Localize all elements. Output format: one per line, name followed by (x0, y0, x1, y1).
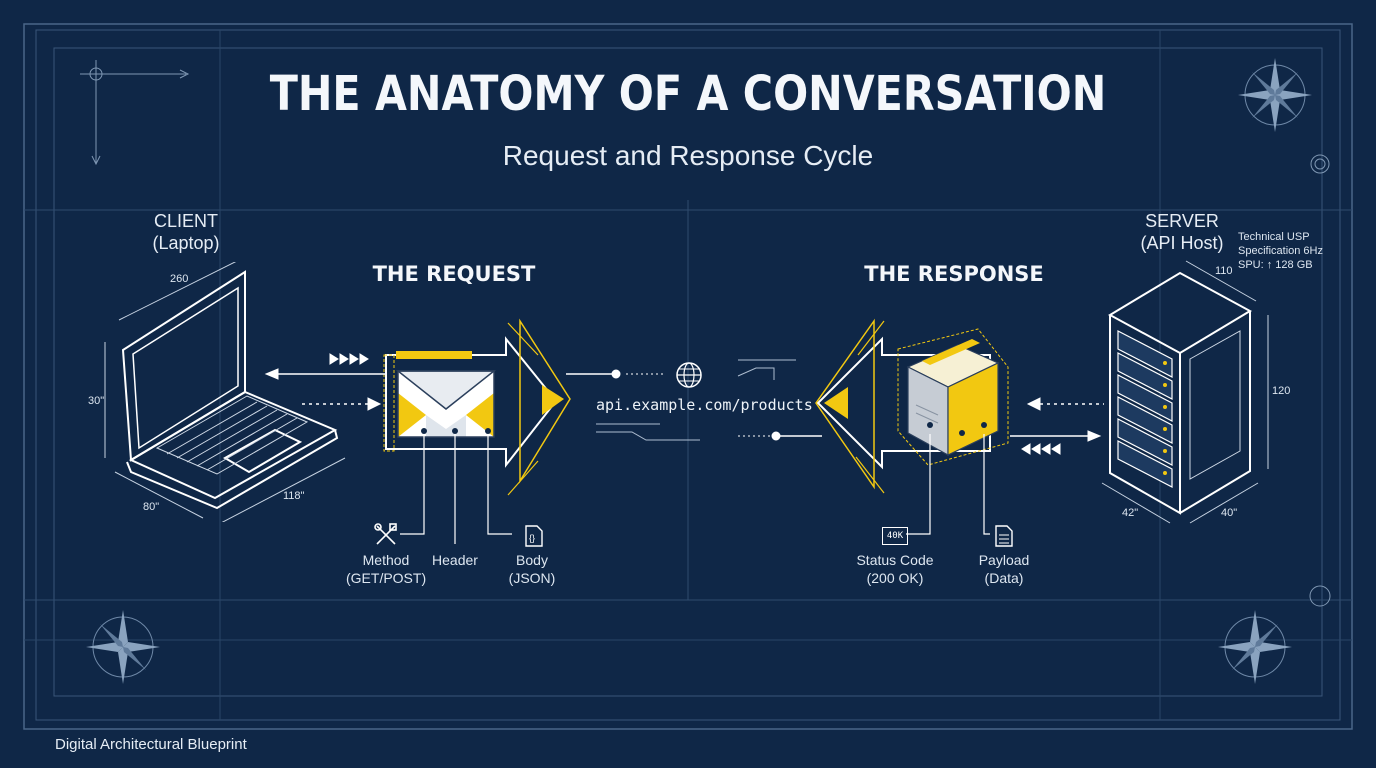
request-envelope-arrow (383, 318, 571, 496)
client-dim-diagonal: 118" (283, 490, 305, 502)
server-specs: Technical USP Specification 6Hz SPU: ↑ 1… (1238, 230, 1323, 272)
response-part-payload: Payload (Data) (970, 551, 1038, 587)
client-dim-depth: 80" (143, 501, 160, 513)
document-icon (995, 525, 1013, 547)
page-subtitle: Request and Response Cycle (502, 140, 874, 171)
server-spec: Technical USP (1238, 231, 1310, 243)
client-name: CLIENT (153, 211, 218, 231)
client-label: CLIENT (Laptop) (136, 210, 236, 254)
server-type: (API Host) (1140, 233, 1224, 253)
part-label: Status Code (856, 552, 934, 568)
server-rack-icon (1101, 260, 1269, 524)
response-heading: THE RESPONSE (864, 262, 1044, 286)
server-dim-depth: 42" (1122, 507, 1139, 519)
compass-rose-icon (1218, 610, 1292, 684)
request-part-header: Header (425, 551, 485, 569)
part-sub: (Data) (984, 570, 1024, 586)
request-part-body: Body (JSON) (502, 551, 562, 587)
part-sub: (JSON) (508, 570, 556, 586)
tools-icon (374, 523, 397, 545)
response-part-status: Status Code (200 OK) (848, 551, 942, 587)
part-label: Body (516, 552, 548, 568)
server-dim-height: 120 (1272, 385, 1291, 397)
part-label: Header (432, 552, 478, 568)
status-badge-icon: 40K (882, 527, 908, 545)
svg-text:{}: {} (529, 533, 535, 543)
server-spec: Specification 6Hz (1238, 245, 1323, 257)
part-label: Payload (978, 552, 1030, 568)
client-dim-width: 260 (170, 273, 189, 285)
server-dim-side: 40" (1221, 507, 1238, 519)
server-dim-width: 110 (1215, 265, 1233, 277)
globe-icon (676, 362, 702, 388)
server-spec: SPU: ↑ 128 GB (1238, 259, 1313, 271)
laptop-icon (104, 262, 346, 522)
endpoint-url: api.example.com/products (596, 396, 813, 414)
code-file-icon: {} (525, 525, 543, 547)
client-dim-height: 30" (88, 395, 105, 407)
part-sub: (200 OK) (866, 570, 924, 586)
request-heading: THE REQUEST (372, 262, 536, 286)
server-label: SERVER (API Host) (1130, 210, 1234, 254)
server-name: SERVER (1145, 211, 1219, 231)
response-package-arrow (815, 318, 1009, 494)
compass-rose-icon (86, 610, 160, 684)
request-part-method: Method (GET/POST) (346, 551, 426, 587)
page-title: THE ANATOMY OF A CONVERSATION (269, 66, 1107, 122)
footer-caption: Digital Architectural Blueprint (55, 736, 247, 753)
part-label: Method (362, 552, 410, 568)
client-type: (Laptop) (152, 233, 220, 253)
part-sub: (GET/POST) (346, 570, 427, 586)
compass-rose-icon (1238, 58, 1312, 132)
